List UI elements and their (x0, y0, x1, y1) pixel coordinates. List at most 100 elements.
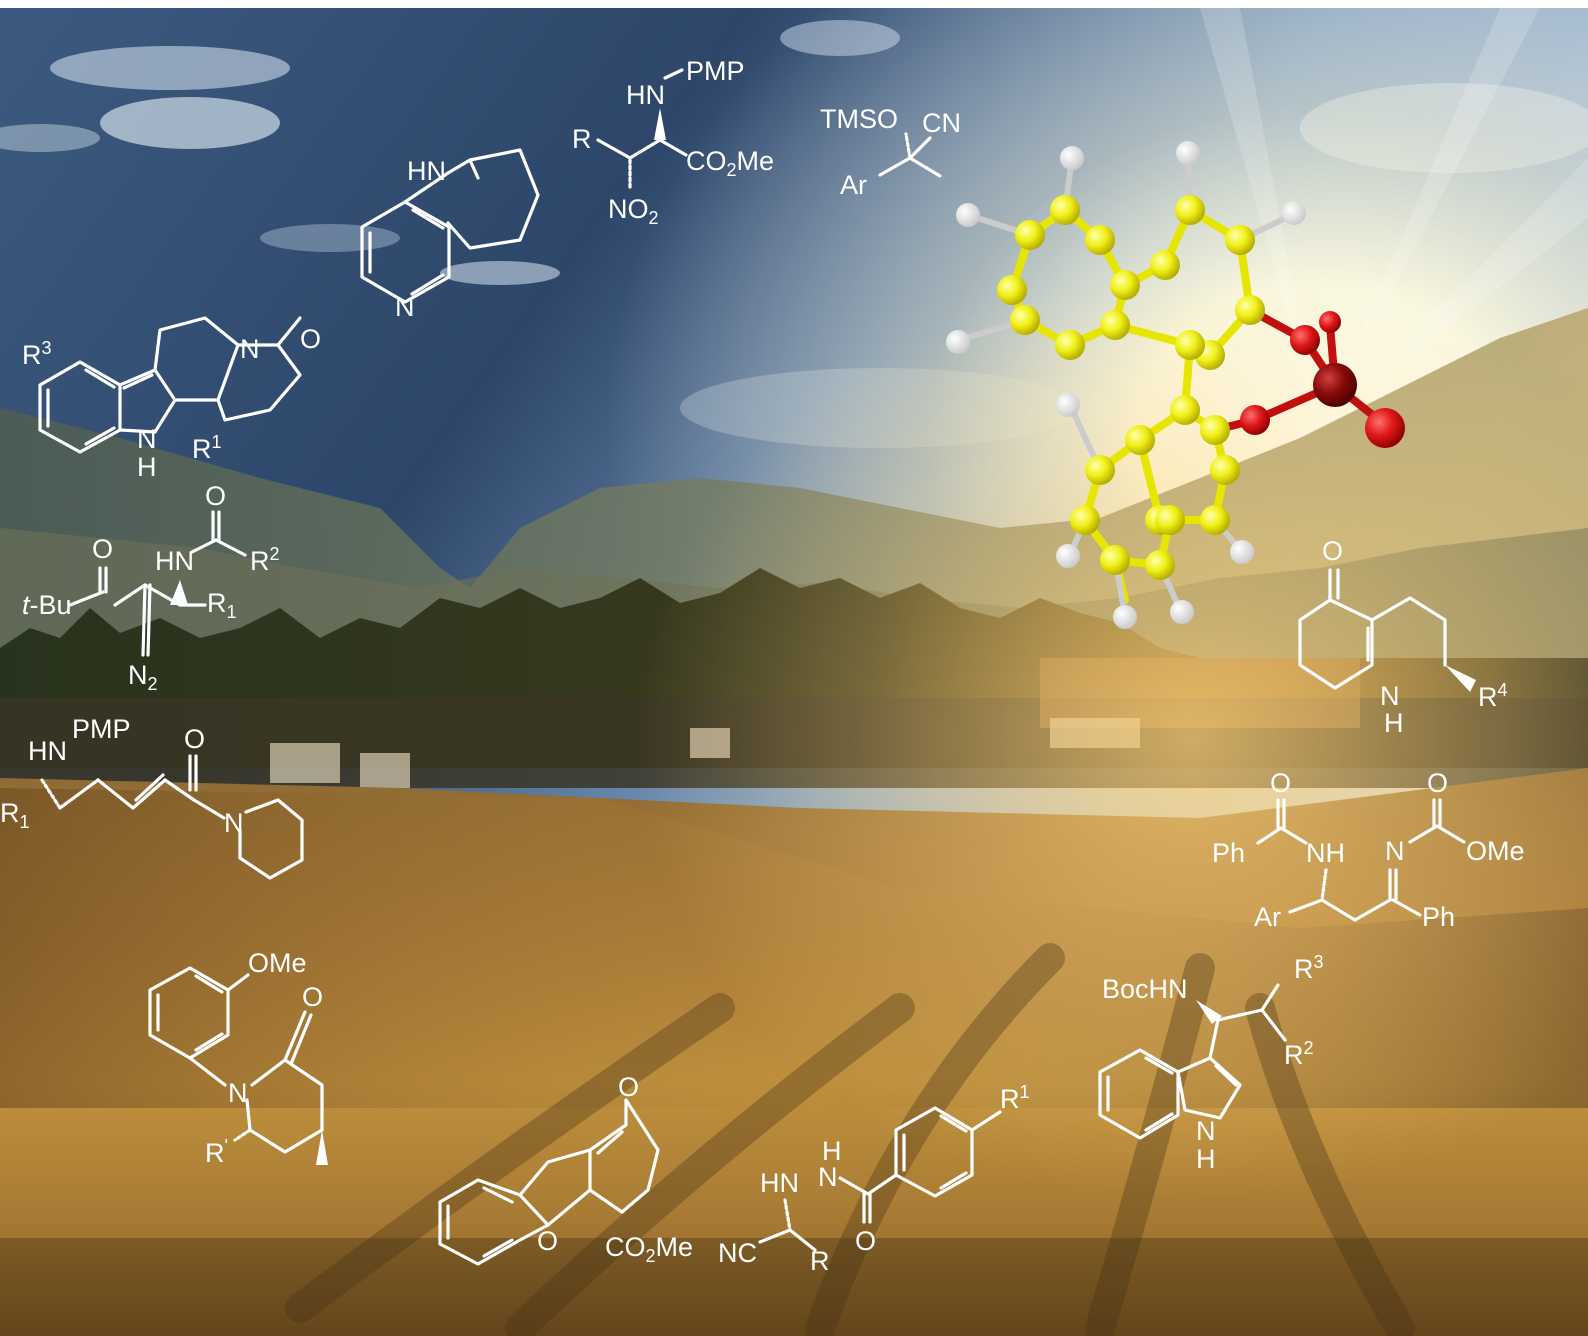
structure-diazo-amide: O O HN R2 t-Bu R1 N2 (22, 481, 280, 694)
label-o: O (92, 534, 113, 564)
label-r: R (572, 124, 592, 154)
label-r4: R4 (1478, 680, 1508, 712)
carbon-atom (1015, 220, 1045, 250)
label-co2me: CO2Me (686, 146, 774, 180)
label-hn: HN (407, 156, 446, 186)
structure-piperidinone: OMe O N R' (148, 948, 328, 1168)
label-o: O (1322, 536, 1343, 566)
label-r2: R2 (250, 544, 280, 576)
label-ome: OMe (248, 948, 307, 978)
hydrogen-atom (1176, 141, 1200, 165)
label-hn: HN (155, 546, 194, 576)
label-o: O (300, 324, 321, 354)
structure-tetrahydroquinolinone: O N H R4 (1298, 536, 1508, 738)
carbon-atoms (997, 195, 1265, 580)
label-hn-pmp: HN (626, 80, 665, 110)
label-o: O (618, 1072, 639, 1102)
carbon-atom (1070, 505, 1100, 535)
carbon-atom (1110, 270, 1140, 300)
carbon-atom (1170, 395, 1200, 425)
label-n: N (818, 1162, 838, 1192)
label-co2me: CO2Me (605, 1232, 693, 1266)
label-n: N (395, 292, 415, 322)
label-ph: Ph (1422, 902, 1455, 932)
label-o: O (855, 1226, 876, 1256)
carbon-atom (1150, 250, 1180, 280)
label-r3: R3 (1294, 952, 1324, 984)
oxygen-atoms (1240, 311, 1405, 448)
carbon-atom (1175, 195, 1205, 225)
label-nh: N (1380, 681, 1400, 711)
carbon-atom (1175, 330, 1205, 360)
label-o: O (537, 1226, 558, 1256)
oxygen-atom (1240, 405, 1270, 435)
label-tbu: t-Bu (22, 590, 72, 620)
top-white-strip (0, 0, 1588, 8)
hydrogen-atom (1060, 146, 1084, 170)
label-o: O (184, 724, 205, 754)
hydrogen-atom (1056, 544, 1080, 568)
label-pmp: PMP (72, 714, 131, 744)
structure-silyl-cyanohydrin: TMSO CN Ar (820, 104, 961, 200)
label-hn-pmp: HN (28, 736, 67, 766)
label-r1: R1 (192, 432, 222, 464)
structure-enamide-piperidine: HN PMP O N R1 (0, 714, 304, 880)
carbon-atom (1085, 455, 1115, 485)
carbon-atom (1200, 415, 1230, 445)
label-r3: R3 (22, 338, 52, 370)
label-pmp: PMP (686, 56, 745, 86)
carbon-atom (1100, 545, 1130, 575)
label-ar: Ar (840, 170, 867, 200)
hydrogen-atom (1170, 600, 1194, 624)
carbon-atom (1085, 225, 1115, 255)
carbon-atom (1210, 455, 1240, 485)
label-nc: NC (718, 1238, 757, 1268)
structure-pyridyl-piperidine: HN N (360, 148, 540, 322)
structure-benzofuran-enone: O O CO2Me (438, 1072, 693, 1266)
label-ar: Ar (1254, 902, 1281, 932)
label-n2: N2 (128, 660, 158, 694)
structure-hydrazide: H HN N O R1 NC R (718, 1082, 1030, 1276)
carbon-atom (1010, 305, 1040, 335)
carbon-atom (1155, 505, 1185, 535)
label-h: H (1384, 708, 1404, 738)
label-o: O (1427, 768, 1448, 798)
label-ph: Ph (1212, 838, 1245, 868)
label-h: H (822, 1136, 842, 1166)
label-h: H (137, 452, 157, 482)
label-n: N (1385, 836, 1405, 866)
structure-indolyl-amine: BocHN R3 R2 N H (1098, 952, 1324, 1174)
hydrogen-atom (956, 203, 980, 227)
label-r: R' (205, 1136, 228, 1168)
structure-nitro-amino-ester: HN PMP R CO2Me NO2 (572, 56, 774, 228)
label-ome: OMe (1466, 836, 1525, 866)
carbon-atom (1125, 425, 1155, 455)
label-r2: R2 (1284, 1038, 1314, 1070)
label-hn: HN (760, 1168, 799, 1198)
label-n: N (240, 334, 260, 364)
label-r: R (810, 1246, 830, 1276)
carbon-atom (1225, 225, 1255, 255)
carbon-atom (1100, 310, 1130, 340)
label-r1: R1 (1000, 1082, 1030, 1114)
phosphorus-atom (1313, 363, 1357, 407)
label-o: O (1270, 768, 1291, 798)
carbon-bonds (1007, 204, 1255, 604)
label-bochn: BocHN (1102, 974, 1188, 1004)
carbon-atom (1235, 295, 1265, 325)
label-o: O (205, 481, 226, 511)
hydrogen-atom (1113, 605, 1137, 629)
hydrogen-atom (1230, 540, 1254, 564)
label-cn: CN (922, 108, 961, 138)
structure-indole-lactam: R3 N O N H R1 (22, 316, 321, 482)
hydrogen-atom (1282, 201, 1306, 225)
label-n: N (228, 1078, 248, 1108)
carbon-atom (1200, 505, 1230, 535)
carbon-atom (1145, 550, 1175, 580)
oxygen-atom (1365, 408, 1405, 448)
label-r1: R1 (207, 588, 237, 622)
label-r1: R1 (0, 798, 30, 832)
